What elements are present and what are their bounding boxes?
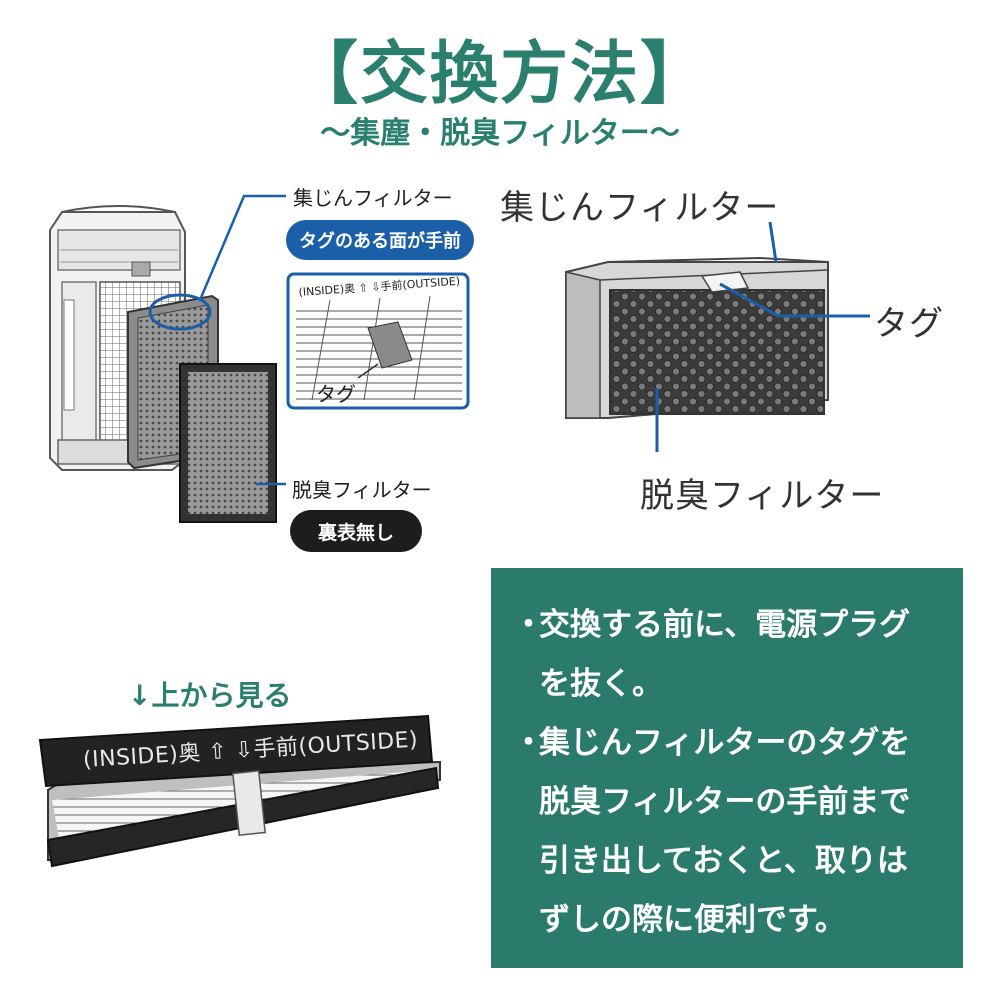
note-line: ずしの際に便利です。 bbox=[539, 902, 846, 938]
note-bullet: ・ bbox=[513, 725, 544, 761]
filter-pair-illustration bbox=[565, 256, 829, 419]
right-deodor-filter-label: 脱臭フィルター bbox=[640, 476, 885, 516]
tag-detail-callout bbox=[286, 272, 470, 410]
deodor-filter-label: 脱臭フィルター bbox=[292, 478, 432, 502]
note-line: 交換する前に、電源プラグ bbox=[539, 607, 911, 643]
top-view-label: ↓上から見る bbox=[128, 679, 292, 712]
page-subtitle: 〜集塵・脱臭フィルター〜 bbox=[320, 116, 680, 151]
dust-filter-label: 集じんフィルター bbox=[293, 186, 453, 210]
note-line: 脱臭フィルターの手前まで bbox=[539, 784, 911, 820]
detail-tag-label: タグ bbox=[316, 382, 356, 406]
note-line: 引き出しておくと、取りは bbox=[539, 843, 908, 879]
top-view-filter-photo bbox=[38, 714, 441, 868]
tag-side-front-badge: タグのある面が手前 bbox=[286, 220, 474, 260]
deodor-filter-illustration bbox=[179, 363, 277, 523]
note-bullet: ・ bbox=[513, 607, 544, 643]
note-line: 集じんフィルターのタグを bbox=[539, 725, 911, 761]
right-tag-label: タグ bbox=[874, 304, 944, 344]
instructions-panel: ・ 交換する前に、電源プラグ を抜く。 ・ 集じんフィルターのタグを 脱臭フィル… bbox=[491, 568, 963, 968]
right-dust-filter-label: 集じんフィルター bbox=[500, 188, 780, 228]
note-item: ・ 交換する前に、電源プラグ を抜く。 bbox=[513, 596, 945, 714]
note-item: ・ 集じんフィルターのタグを 脱臭フィルターの手前まで 引き出しておくと、取りは… bbox=[513, 714, 945, 950]
reversible-badge: 裏表無し bbox=[290, 510, 422, 552]
tag-highlight-circle bbox=[148, 293, 212, 331]
page-title: 【交換方法】 bbox=[289, 35, 710, 114]
note-line: を抜く。 bbox=[539, 666, 663, 702]
